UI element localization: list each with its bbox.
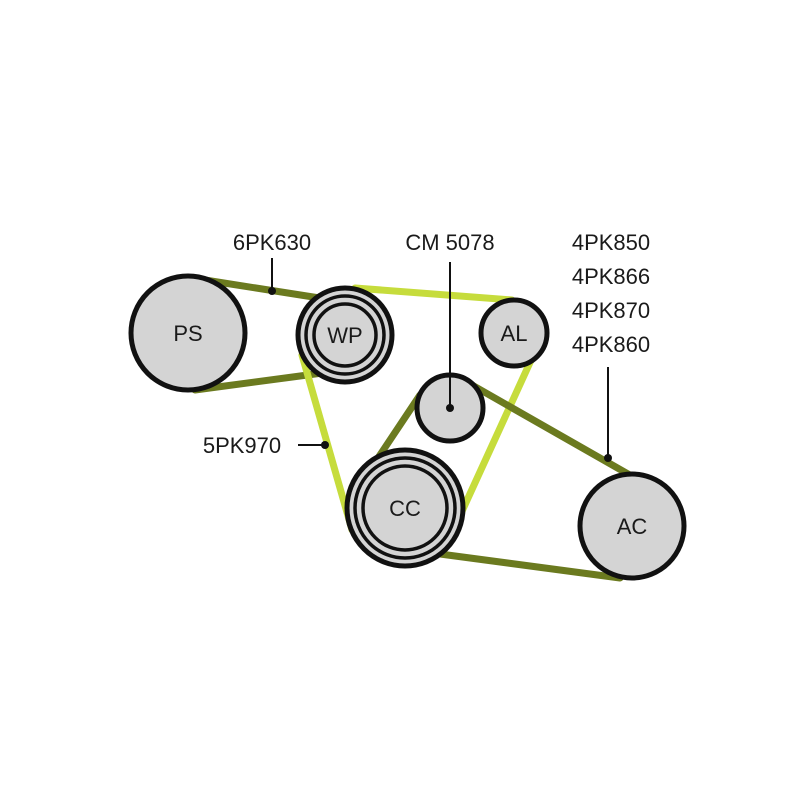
pulley-cc: CC bbox=[344, 447, 466, 569]
belt-5pk970-right-run bbox=[454, 341, 542, 524]
pulley-wp-inner bbox=[312, 302, 378, 368]
belt-5pk970-top-run bbox=[351, 284, 516, 304]
pulley-ps: PS bbox=[128, 273, 248, 393]
leader-5pk970-dot bbox=[321, 441, 329, 449]
leader-5pk970 bbox=[298, 441, 329, 449]
pulley-cc-label: CC bbox=[389, 496, 421, 521]
label-4pk-group: 4PK850 4PK866 4PK870 4PK860 bbox=[572, 230, 650, 357]
leader-4pk-dot bbox=[604, 454, 612, 462]
pulley-ac-body bbox=[577, 471, 687, 581]
label-5pk970: 5PK970 bbox=[203, 433, 281, 458]
pulley-wp: WP bbox=[295, 285, 395, 385]
label-6pk630: 6PK630 bbox=[233, 230, 311, 255]
belt-4pk-lower-run bbox=[406, 546, 624, 582]
label-4pk-line-4: 4PK860 bbox=[572, 332, 650, 357]
label-4pk-line-3: 4PK870 bbox=[572, 298, 650, 323]
pulley-al-body bbox=[478, 297, 550, 369]
pulley-ps-body bbox=[128, 273, 248, 393]
pulley-cc-ring bbox=[353, 456, 457, 560]
pulley-cc-inner bbox=[361, 464, 449, 552]
label-4pk-line-2: 4PK866 bbox=[572, 264, 650, 289]
label-tensioner: CM 5078 bbox=[405, 230, 494, 255]
pulley-wp-label: WP bbox=[327, 323, 362, 348]
belt-4pk-upper-run bbox=[468, 381, 639, 482]
leader-6pk630 bbox=[268, 258, 276, 295]
pulley-ps-label: PS bbox=[173, 321, 202, 346]
pulley-wp-ring bbox=[304, 294, 386, 376]
leader-6pk630-dot bbox=[268, 287, 276, 295]
pulley-al: AL bbox=[478, 297, 550, 369]
label-4pk-line-1: 4PK850 bbox=[572, 230, 650, 255]
pulley-al-label: AL bbox=[501, 321, 528, 346]
pulley-ac: AC bbox=[577, 471, 687, 581]
pulley-wp-outer bbox=[295, 285, 395, 385]
leader-4pk bbox=[604, 367, 612, 462]
pulley-ac-label: AC bbox=[617, 514, 648, 539]
